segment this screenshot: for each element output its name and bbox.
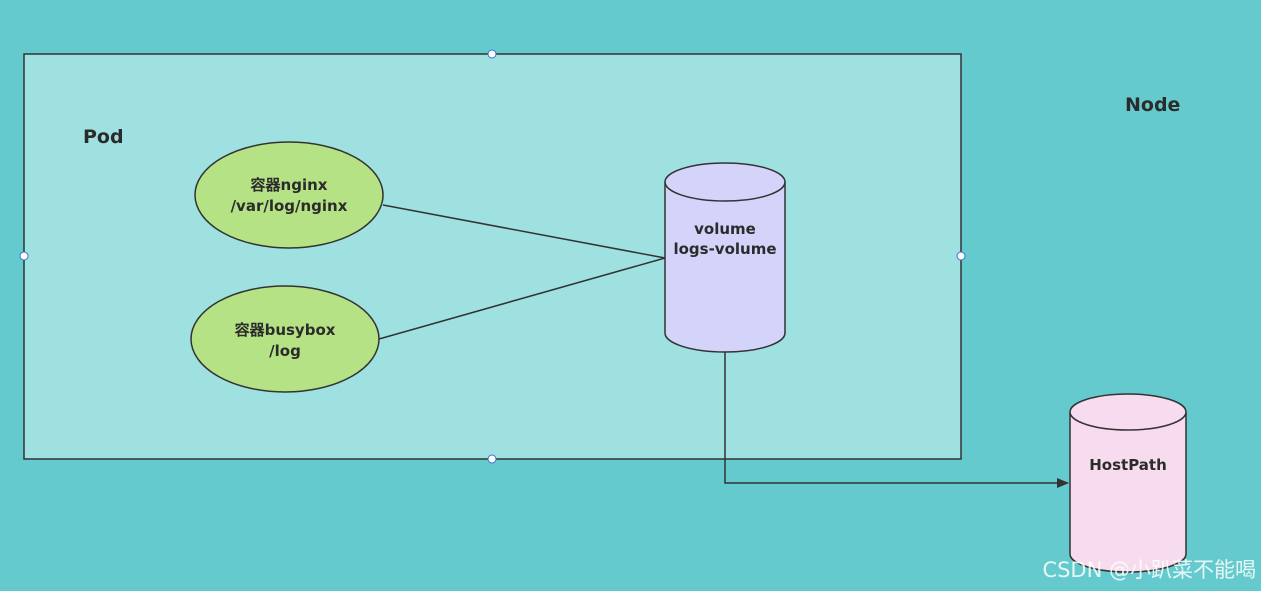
volume-cylinder[interactable]: volume logs-volume bbox=[664, 162, 786, 353]
container-busybox[interactable]: 容器busybox /log bbox=[190, 285, 380, 393]
container-busybox-shape[interactable] bbox=[190, 285, 380, 393]
container-nginx[interactable]: 容器nginx /var/log/nginx bbox=[194, 141, 384, 249]
pod-box[interactable] bbox=[23, 53, 962, 460]
volume-top[interactable] bbox=[664, 162, 786, 202]
busybox-to-volume-line[interactable] bbox=[378, 257, 666, 340]
hostpath-body[interactable] bbox=[1069, 412, 1187, 573]
container-busybox-name: 容器busybox bbox=[234, 321, 336, 339]
pod-label: Pod bbox=[83, 126, 124, 148]
container-nginx-path: /var/log/nginx bbox=[231, 197, 348, 215]
resize-handle-left[interactable] bbox=[19, 251, 29, 261]
container-nginx-name: 容器nginx bbox=[250, 176, 328, 194]
resize-handle-bottom[interactable] bbox=[487, 454, 497, 464]
node-label: Node bbox=[1125, 94, 1180, 116]
volume-name: logs-volume bbox=[673, 240, 776, 258]
hostpath-cylinder[interactable]: HostPath bbox=[1069, 393, 1187, 573]
volume-body[interactable] bbox=[664, 182, 786, 353]
container-nginx-shape[interactable] bbox=[194, 141, 384, 249]
hostpath-top[interactable] bbox=[1069, 393, 1187, 431]
nginx-to-volume-line[interactable] bbox=[382, 204, 666, 259]
hostpath-label: HostPath bbox=[1089, 456, 1167, 474]
volume-label: volume bbox=[694, 220, 756, 238]
watermark-text: CSDN @小趴菜不能喝 bbox=[1042, 558, 1256, 582]
resize-handle-top[interactable] bbox=[487, 49, 497, 59]
container-busybox-path: /log bbox=[269, 342, 301, 360]
volume-to-hostpath-arrow[interactable] bbox=[724, 352, 1069, 488]
resize-handle-right[interactable] bbox=[956, 251, 966, 261]
